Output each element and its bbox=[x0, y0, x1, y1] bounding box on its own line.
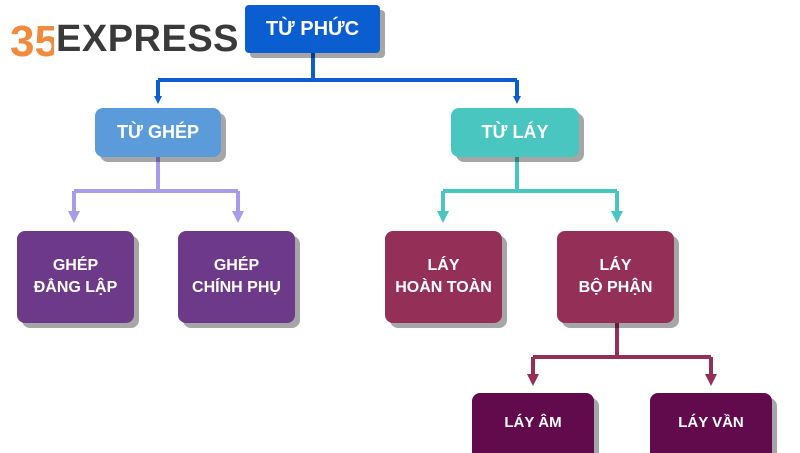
node-label-line2: CHÍNH PHỤ bbox=[192, 279, 281, 296]
brand-logo: 35 EXPRESS bbox=[10, 14, 239, 64]
node-label: LÁY VẦN bbox=[678, 413, 744, 431]
node-lay-van: LÁY VẦN bbox=[650, 393, 772, 453]
node-lay-bo-phan: LÁY BỘ PHẬN bbox=[557, 231, 674, 323]
node-tu-ghep: TỪ GHÉP bbox=[95, 108, 221, 157]
node-tu-phuc: TỪ PHỨC bbox=[245, 5, 380, 53]
node-ghep-chinh-phu: GHÉP CHÍNH PHỤ bbox=[178, 231, 295, 323]
node-label: TỪ PHỨC bbox=[265, 17, 360, 40]
node-label-line1: GHÉP bbox=[213, 257, 260, 275]
node-label-line1: LÁY bbox=[427, 257, 460, 275]
node-ghep-dang-lap: GHÉP ĐẲNG LẬP bbox=[17, 231, 134, 323]
root-connector bbox=[154, 53, 521, 104]
logo-mark: 35 bbox=[10, 17, 54, 64]
node-label-line2: HOÀN TOÀN bbox=[395, 279, 492, 296]
sub-connector bbox=[527, 323, 717, 386]
node-tu-lay: TỪ LÁY bbox=[451, 108, 579, 157]
node-label: TỪ LÁY bbox=[481, 122, 549, 143]
node-label: LÁY ÂM bbox=[504, 413, 562, 431]
left-connector bbox=[68, 157, 244, 223]
right-connector bbox=[437, 157, 623, 223]
logo-mark-icon: 35 bbox=[10, 17, 54, 64]
node-lay-am: LÁY ÂM bbox=[472, 393, 594, 453]
node-lay-hoan-toan: LÁY HOÀN TOÀN bbox=[385, 231, 502, 323]
node-label-line1: GHÉP bbox=[52, 257, 99, 275]
logo-text: EXPRESS bbox=[56, 18, 240, 60]
node-label-line1: LÁY bbox=[599, 257, 632, 275]
node-label-line2: BỘ PHẬN bbox=[578, 279, 653, 296]
node-label-line2: ĐẲNG LẬP bbox=[33, 279, 118, 296]
node-label: TỪ GHÉP bbox=[117, 122, 199, 143]
